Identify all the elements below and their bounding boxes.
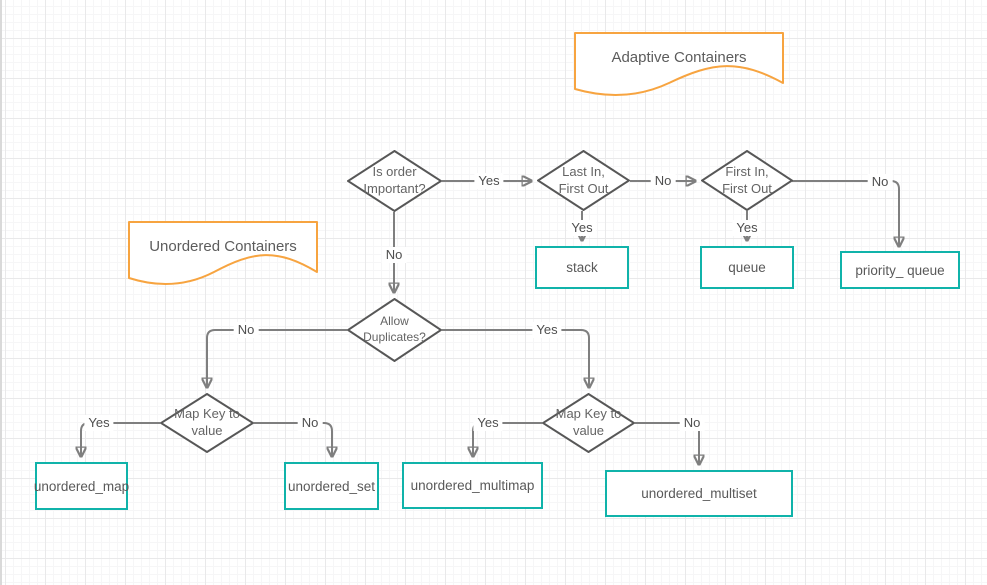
- diamond-shape: [537, 150, 630, 211]
- decision-label: First In, First Out: [722, 163, 772, 196]
- document-adaptive-containers[interactable]: Adaptive Containers: [573, 31, 785, 97]
- decision-first-in-first-out[interactable]: First In, First Out: [701, 150, 793, 211]
- edge-label-yes: Yes: [532, 322, 562, 338]
- edge-label-yes: Yes: [732, 220, 762, 236]
- edge-fifo-to-priority-queue[interactable]: [792, 180, 899, 246]
- result-unordered-multiset[interactable]: unordered_multiset: [605, 470, 793, 517]
- diamond-shape: [160, 393, 254, 453]
- edge-label-yes: Yes: [474, 173, 504, 189]
- result-label: queue: [728, 260, 766, 275]
- decision-label: Map Key to value: [174, 406, 240, 438]
- decision-label: Map Key to value: [555, 406, 622, 438]
- decision-is-order-important[interactable]: Is order Important?: [347, 150, 442, 212]
- edge-mapleft-to-unordered-set[interactable]: [254, 422, 332, 456]
- decision-label: Allow Duplicates?: [363, 314, 426, 344]
- edge-label-no: No: [297, 415, 323, 431]
- decision-map-key-to-value-left[interactable]: Map Key to value: [160, 393, 254, 453]
- decision-map-key-to-value-right[interactable]: Map Key to value: [542, 393, 635, 453]
- diamond-shape: [542, 393, 635, 453]
- edge-label-no: No: [381, 247, 407, 263]
- result-label: unordered_multiset: [641, 486, 757, 501]
- edge-label-yes: Yes: [84, 415, 114, 431]
- edge-duplicates-to-mapleft[interactable]: [207, 329, 347, 387]
- document-title: Unordered Containers: [149, 237, 297, 255]
- edge-label-no: No: [867, 174, 893, 190]
- edge-label-no: No: [233, 322, 259, 338]
- result-label: priority_ queue: [855, 262, 945, 278]
- decision-label: Is order Important?: [363, 164, 426, 196]
- result-priority-queue[interactable]: priority_ queue: [840, 251, 960, 289]
- result-label: unordered_map: [33, 478, 130, 494]
- edge-label-no: No: [679, 415, 705, 431]
- result-label: stack: [566, 260, 598, 275]
- document-title: Adaptive Containers: [611, 48, 747, 66]
- decision-label: Last In, First Out: [558, 163, 609, 196]
- document-unordered-containers[interactable]: Unordered Containers: [127, 220, 319, 286]
- result-label: unordered_set: [287, 478, 376, 494]
- edge-label-yes: Yes: [473, 415, 503, 431]
- diamond-shape: [347, 150, 442, 212]
- result-unordered-set[interactable]: unordered_set: [284, 462, 379, 510]
- result-label: unordered_multimap: [410, 478, 535, 493]
- document-shape: [128, 221, 318, 285]
- edge-duplicates-to-mapright[interactable]: [442, 329, 589, 387]
- decision-last-in-first-out[interactable]: Last In, First Out: [537, 150, 630, 211]
- result-queue[interactable]: queue: [700, 246, 794, 289]
- edge-label-yes: Yes: [567, 220, 597, 236]
- diamond-shape: [701, 150, 793, 211]
- result-unordered-multimap[interactable]: unordered_multimap: [402, 462, 543, 509]
- diamond-shape: [347, 298, 442, 362]
- result-stack[interactable]: stack: [535, 246, 629, 289]
- decision-allow-duplicates[interactable]: Allow Duplicates?: [347, 298, 442, 362]
- document-shape: [574, 32, 784, 96]
- result-unordered-map[interactable]: unordered_map: [33, 462, 130, 510]
- edge-label-no: No: [650, 173, 676, 189]
